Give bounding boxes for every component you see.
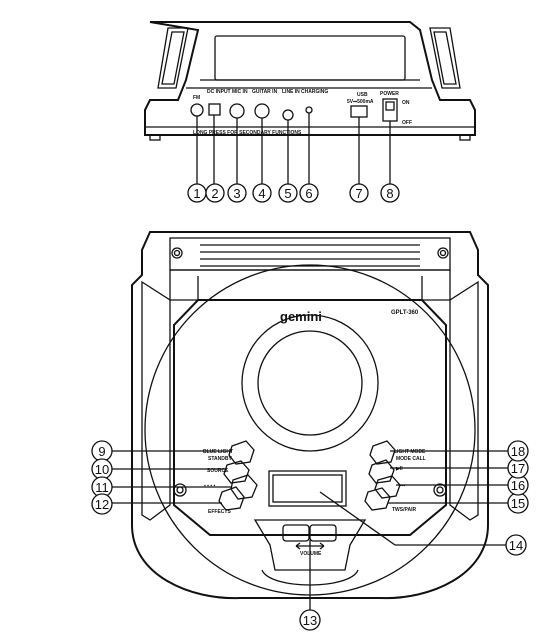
line-in-label: LINE IN bbox=[282, 89, 300, 95]
svg-text:8: 8 bbox=[386, 186, 393, 201]
svg-text:5: 5 bbox=[284, 186, 291, 201]
callout-8: 8 bbox=[380, 183, 400, 203]
callout-6: 6 bbox=[299, 183, 319, 203]
callout-4: 4 bbox=[252, 183, 272, 203]
svg-text:6: 6 bbox=[305, 186, 312, 201]
callout-12: 12 bbox=[91, 493, 113, 515]
handle-right bbox=[429, 27, 461, 89]
button-play-pause bbox=[368, 459, 395, 484]
on-label: ON bbox=[402, 100, 410, 106]
power-label: POWER bbox=[380, 91, 399, 97]
volume-down-button bbox=[282, 524, 310, 542]
fm-antenna-jack bbox=[190, 103, 204, 117]
label-source: SOURCE bbox=[207, 468, 229, 474]
off-label: OFF bbox=[402, 120, 412, 126]
svg-text:15: 15 bbox=[511, 496, 525, 511]
back-top-recess bbox=[214, 35, 406, 81]
back-panel-diagram: FM DC INPUT MIC IN GUITAR IN LINE IN CHA… bbox=[144, 21, 476, 203]
grille-lines bbox=[200, 244, 420, 267]
svg-text:3: 3 bbox=[233, 186, 240, 201]
svg-text:11: 11 bbox=[95, 480, 109, 495]
back-panel-body bbox=[144, 21, 476, 136]
volume-notch bbox=[253, 519, 367, 571]
dc-input-label: DC INPUT bbox=[207, 89, 231, 95]
long-press-label: LONG PRESS FOR SECONDARY FUNCTIONS bbox=[193, 130, 302, 136]
right-button-cluster bbox=[364, 440, 401, 511]
brand-logo: gemini bbox=[280, 309, 322, 324]
callout-5: 5 bbox=[278, 183, 298, 203]
dc-input-jack bbox=[208, 103, 221, 116]
label-effects: EFFECTS bbox=[208, 509, 231, 515]
mic-in-label: MIC IN bbox=[232, 89, 248, 95]
svg-text:2: 2 bbox=[211, 186, 218, 201]
label-volume: VOLUME bbox=[300, 551, 322, 557]
label-play-pause: ▶II bbox=[395, 466, 403, 472]
fm-label: FM bbox=[193, 95, 200, 101]
svg-text:17: 17 bbox=[511, 461, 525, 476]
front-housing-outline bbox=[131, 231, 489, 600]
model-name: GPLT-360 bbox=[391, 310, 419, 316]
screw-side-left bbox=[173, 483, 187, 497]
callout-9: 9 bbox=[91, 440, 113, 462]
mic-in-jack bbox=[229, 103, 245, 119]
callout-1: 1 bbox=[187, 183, 207, 203]
svg-text:13: 13 bbox=[303, 613, 317, 628]
usb-label: USB bbox=[357, 92, 368, 98]
speaker-outer-ring bbox=[241, 314, 379, 452]
svg-text:16: 16 bbox=[511, 478, 525, 493]
screw-side-right bbox=[433, 483, 447, 497]
button-light bbox=[228, 440, 255, 465]
volume-up-button bbox=[309, 524, 337, 542]
charging-label: CHARGING bbox=[301, 89, 328, 95]
callout-17: 17 bbox=[507, 457, 529, 479]
label-tws-pair: TWS/PAIR bbox=[392, 507, 416, 513]
label-standby: STANDBY bbox=[208, 456, 232, 462]
charging-led bbox=[305, 106, 313, 114]
label-right-3: ▪▪▪ bbox=[400, 483, 406, 489]
control-plate bbox=[173, 299, 447, 536]
callout-2: 2 bbox=[205, 183, 225, 203]
callout-3: 3 bbox=[227, 183, 247, 203]
callout-7: 7 bbox=[349, 183, 369, 203]
svg-text:18: 18 bbox=[511, 444, 525, 459]
usb-port bbox=[350, 105, 368, 118]
callout-18: 18 bbox=[507, 440, 529, 462]
guitar-in-label: GUITAR IN bbox=[252, 89, 278, 95]
svg-text:10: 10 bbox=[95, 462, 109, 477]
callout-14: 14 bbox=[505, 534, 527, 556]
screw-top-right bbox=[437, 247, 449, 259]
button-source bbox=[223, 460, 250, 484]
label-left-3: ▪ ▪ ▪ ▪ bbox=[204, 483, 215, 489]
button-light-mode bbox=[369, 440, 396, 465]
label-blue-light: BLUE LIGHT bbox=[203, 449, 233, 455]
button-effects bbox=[218, 486, 245, 511]
svg-text:1: 1 bbox=[193, 186, 200, 201]
callout-13: 13 bbox=[299, 609, 321, 631]
guitar-in-jack bbox=[254, 103, 270, 119]
usb-rating-label: 5V⎓500mA bbox=[347, 99, 374, 105]
callout-15: 15 bbox=[507, 492, 529, 514]
svg-text:14: 14 bbox=[509, 538, 523, 553]
svg-text:12: 12 bbox=[95, 497, 109, 512]
svg-text:4: 4 bbox=[258, 186, 265, 201]
screw-top-left bbox=[171, 247, 183, 259]
speaker-cone bbox=[257, 330, 363, 436]
svg-text:9: 9 bbox=[98, 444, 105, 459]
handle-right-inner bbox=[433, 31, 457, 85]
left-button-cluster bbox=[218, 440, 258, 511]
handle-left bbox=[157, 27, 189, 89]
label-mode-call: MODE CALL bbox=[396, 456, 426, 462]
svg-text:7: 7 bbox=[355, 186, 362, 201]
lcd-display bbox=[268, 470, 347, 507]
button-right-3 bbox=[374, 475, 401, 499]
front-panel-diagram: gemini GPLT-360 BLUE LIGHT STANDBY SOURC… bbox=[91, 231, 529, 631]
label-light-mode: LIGHT MODE bbox=[394, 449, 426, 455]
callout-10: 10 bbox=[91, 458, 113, 480]
button-tws bbox=[364, 487, 391, 511]
handle-left-inner bbox=[161, 31, 185, 85]
line-in-jack bbox=[282, 109, 294, 121]
callout-11: 11 bbox=[91, 476, 113, 498]
